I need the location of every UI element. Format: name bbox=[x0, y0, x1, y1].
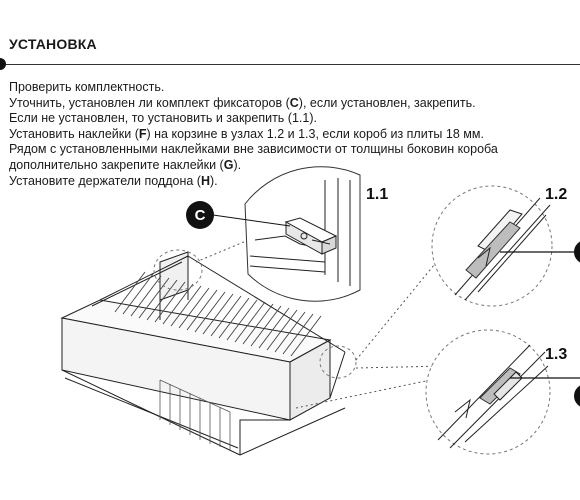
lower-rack bbox=[159, 379, 231, 450]
step-line: дополнительно закрепите наклейки (G). bbox=[9, 157, 242, 172]
callout-circles bbox=[153, 249, 357, 379]
step-line: Проверить комплектность. bbox=[9, 80, 165, 94]
offpage-callout-g-badge bbox=[574, 385, 580, 407]
detail-label-1-2: 1.2 bbox=[545, 186, 568, 203]
instruction-list: Проверить комплектность. Уточнить, устан… bbox=[9, 80, 574, 189]
step-line: Установить наклейки (F) на корзине в узл… bbox=[9, 126, 484, 141]
detail-label-1-3: 1.3 bbox=[545, 346, 568, 363]
step-line: Если не установлен, то установить и закр… bbox=[9, 111, 317, 126]
callout-c-badge: C bbox=[186, 201, 214, 229]
plate-rack-rods bbox=[114, 271, 322, 357]
offpage-callout-f-badge bbox=[574, 241, 580, 263]
detail-1-2 bbox=[431, 185, 580, 307]
detail-label-1-1: 1.1 bbox=[366, 186, 389, 203]
step-line: Уточнить, установлен ли комплект фиксато… bbox=[9, 95, 476, 110]
title-divider bbox=[0, 64, 580, 65]
step-line: Установите держатели поддона (H). bbox=[9, 173, 218, 188]
section-title: УСТАНОВКА bbox=[9, 36, 97, 52]
detail-1-1 bbox=[212, 166, 361, 302]
step-line: Рядом с установленными наклейками вне за… bbox=[9, 142, 498, 157]
section-marker bbox=[0, 58, 6, 70]
detail-1-3 bbox=[425, 329, 580, 455]
